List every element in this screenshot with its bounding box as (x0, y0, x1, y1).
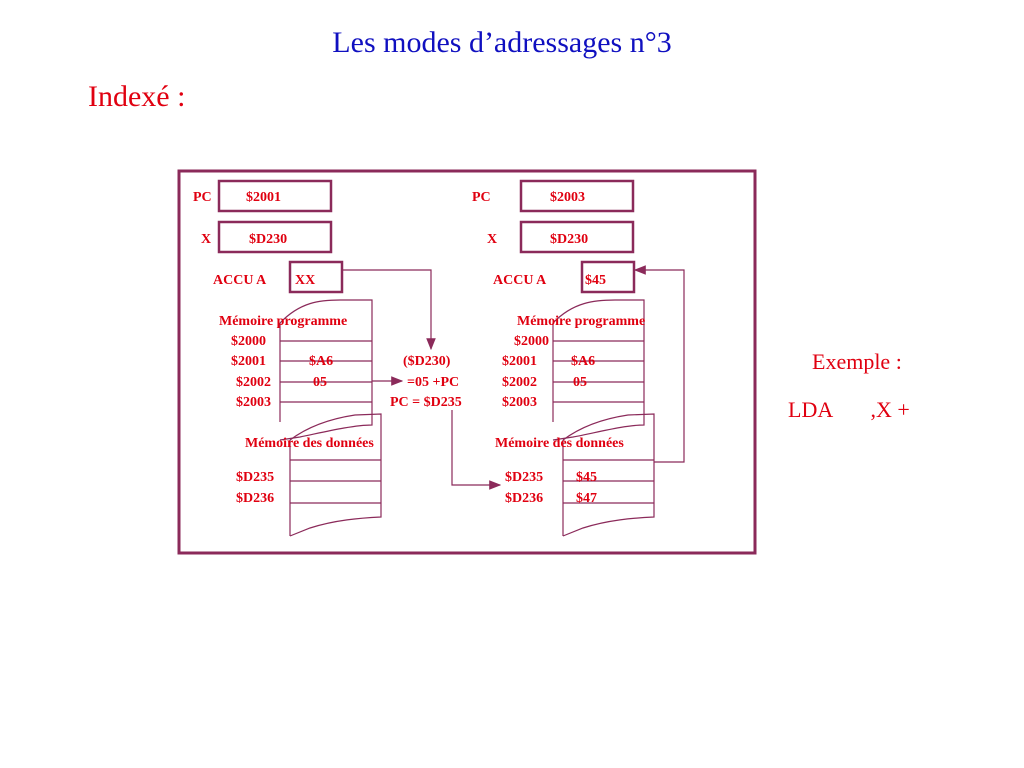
calc-line-1: ($D230) (403, 354, 451, 369)
example-code: LDA ,X + (788, 397, 910, 423)
calc-line-3: PC = $D235 (390, 395, 462, 410)
diagram-frame (177, 169, 757, 555)
calc-line-2: =05 +PC (407, 375, 459, 390)
before-pm-address-0: $2000 (231, 334, 266, 349)
example-operand: ,X + (870, 397, 910, 422)
after-pm-content-2: 05 (573, 375, 587, 390)
before-pc-value: $2001 (246, 190, 281, 205)
after-accu-label: ACCU A (493, 273, 547, 288)
before-dm-address-0: $D235 (236, 470, 274, 485)
before-data-memory (289, 413, 382, 537)
before-pc-register (217, 179, 333, 213)
section-subtitle: Indexé : (88, 80, 186, 113)
after-dm-address-0: $D235 (505, 470, 543, 485)
before-accu-value: XX (295, 273, 315, 288)
after-program-memory-title: Mémoire programme (517, 314, 645, 329)
after-pm-address-1: $2001 (502, 354, 537, 369)
arrow-data-to-accu (633, 265, 685, 463)
before-x-label: X (201, 232, 211, 247)
after-x-register (519, 220, 635, 254)
page-title: Les modes d’adressages n°3 (332, 26, 672, 59)
before-data-memory-title: Mémoire des données (245, 436, 374, 451)
after-pm-address-2: $2002 (502, 375, 537, 390)
before-x-register (217, 220, 333, 254)
after-pc-register (519, 179, 635, 213)
after-dm-content-0: $45 (576, 470, 597, 485)
before-pm-address-2: $2002 (236, 375, 271, 390)
after-accu-register (580, 260, 636, 294)
after-pc-value: $2003 (550, 190, 585, 205)
before-pc-label: PC (193, 190, 212, 205)
after-dm-address-1: $D236 (505, 491, 543, 506)
before-accu-register (288, 260, 344, 294)
after-accu-value: $45 (585, 273, 606, 288)
after-pm-content-1: $A6 (571, 354, 595, 369)
before-pm-address-3: $2003 (236, 395, 271, 410)
before-program-memory-title: Mémoire programme (219, 314, 347, 329)
after-dm-content-1: $47 (576, 491, 597, 506)
after-x-label: X (487, 232, 497, 247)
before-program-memory (279, 299, 373, 441)
before-pm-address-1: $2001 (231, 354, 266, 369)
arrow-x-to-calc (342, 269, 436, 351)
example-label: Exemple : (812, 349, 902, 374)
after-x-value: $D230 (550, 232, 588, 247)
before-pm-content-2: 05 (313, 375, 327, 390)
before-accu-label: ACCU A (213, 273, 267, 288)
after-data-memory (562, 413, 655, 537)
before-pm-content-1: $A6 (309, 354, 333, 369)
example-instruction: LDA (788, 397, 832, 422)
after-pm-address-0: $2000 (514, 334, 549, 349)
after-pc-label: PC (472, 190, 491, 205)
after-pm-address-3: $2003 (502, 395, 537, 410)
after-data-memory-title: Mémoire des données (495, 436, 624, 451)
arrow-calc-to-data (451, 410, 502, 490)
after-program-memory (552, 299, 645, 441)
before-dm-address-1: $D236 (236, 491, 274, 506)
before-x-value: $D230 (249, 232, 287, 247)
